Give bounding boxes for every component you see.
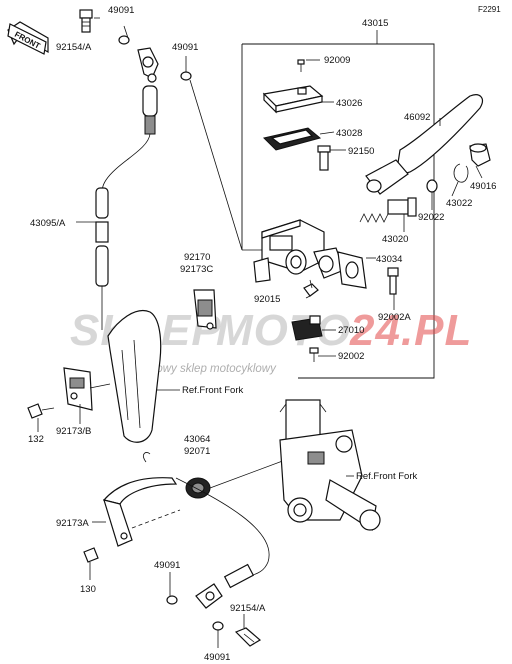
dust-boot-49016-icon: [469, 143, 491, 167]
callout-92009: 92009: [324, 55, 350, 66]
pivot-bolt-92150-icon: [317, 145, 331, 171]
callout-49091-c: 49091: [154, 560, 180, 571]
circlip-43022-icon: [453, 163, 469, 183]
callout-92154a-bottom: 92154/A: [230, 603, 266, 614]
callout-49091-b: 49091: [172, 42, 198, 53]
washer-49091-a-icon: [118, 35, 130, 45]
bolt-92002a-icon: [387, 267, 399, 295]
callout-92150: 92150: [348, 146, 374, 157]
callout-130: 130: [80, 584, 96, 595]
washer-49091-d-icon: [212, 621, 224, 631]
callout-46092: 46092: [404, 112, 430, 123]
master-cylinder-body: [253, 219, 345, 283]
callout-92173a: 92173A: [56, 518, 89, 529]
front-arrow-icon: FRONT: [7, 21, 49, 55]
bolt-132-icon: [27, 403, 55, 419]
callout-92002: 92002: [338, 351, 364, 362]
clamp-43034-icon: [337, 251, 367, 289]
callout-27010: 27010: [338, 325, 364, 336]
callout-92002a: 92002A: [378, 312, 411, 323]
watermark-brand-suffix: 24.PL: [349, 306, 472, 355]
washer-49091-b-icon: [180, 71, 192, 81]
banjo-bolt-top-icon: [79, 9, 93, 33]
brake-switch-27010-icon: [291, 315, 323, 341]
brake-lever-icon: [365, 94, 483, 195]
figure-code: F2291: [478, 5, 501, 14]
callout-49091-d: 49091: [204, 652, 230, 663]
brake-hose-upper: [95, 47, 159, 330]
callout-92022: 92022: [418, 212, 444, 223]
callout-43020: 43020: [382, 234, 408, 245]
bracket-92173b-icon: [63, 367, 93, 411]
washer-49091-c-icon: [166, 595, 178, 605]
master-cylinder-group-frame: [242, 43, 435, 379]
screw-92009-icon: [297, 59, 305, 72]
callout-43064: 43064: [184, 434, 210, 445]
grommet-92071-icon: [185, 477, 211, 499]
hose-clamp-92173c-icon: [193, 289, 217, 330]
callout-92173b: 92173/B: [56, 426, 91, 437]
front-fork-leg-icon: [279, 399, 381, 532]
callout-43026: 43026: [336, 98, 362, 109]
diaphragm-icon: [263, 127, 322, 151]
callout-92071: 92071: [184, 446, 210, 457]
reservoir-cap-icon: [262, 85, 324, 114]
bolt-130-icon: [83, 547, 99, 563]
washer-92022-icon: [426, 179, 438, 193]
piston-assembly-43020-icon: [359, 197, 417, 223]
callout-43034: 43034: [376, 254, 402, 265]
callout-ref-fork-2: Ref.Front Fork: [356, 471, 417, 482]
banjo-bolt-bottom-icon: [234, 627, 262, 647]
brake-hose-lower: [175, 477, 270, 609]
callout-ref-fork-1: Ref.Front Fork: [182, 385, 243, 396]
watermark-brand-right: MOTO: [216, 306, 351, 355]
callout-132: 132: [28, 434, 44, 445]
screw-92002-icon: [309, 347, 319, 362]
callout-43028: 43028: [336, 128, 362, 139]
callout-49091-a: 49091: [108, 5, 134, 16]
callout-92173c: 92173C: [180, 264, 213, 275]
callout-92170: 92170: [184, 252, 210, 263]
callout-49016: 49016: [470, 181, 496, 192]
callout-92015: 92015: [254, 294, 280, 305]
callout-43095a: 43095/A: [30, 218, 66, 229]
callout-92154a-top: 92154/A: [56, 42, 92, 53]
callout-43022: 43022: [446, 198, 472, 209]
callout-43015: 43015: [362, 18, 388, 29]
fork-guard-icon: [107, 310, 162, 443]
hose-guide-92173a-icon: [102, 452, 178, 547]
bolt-92015-icon: [303, 279, 319, 297]
